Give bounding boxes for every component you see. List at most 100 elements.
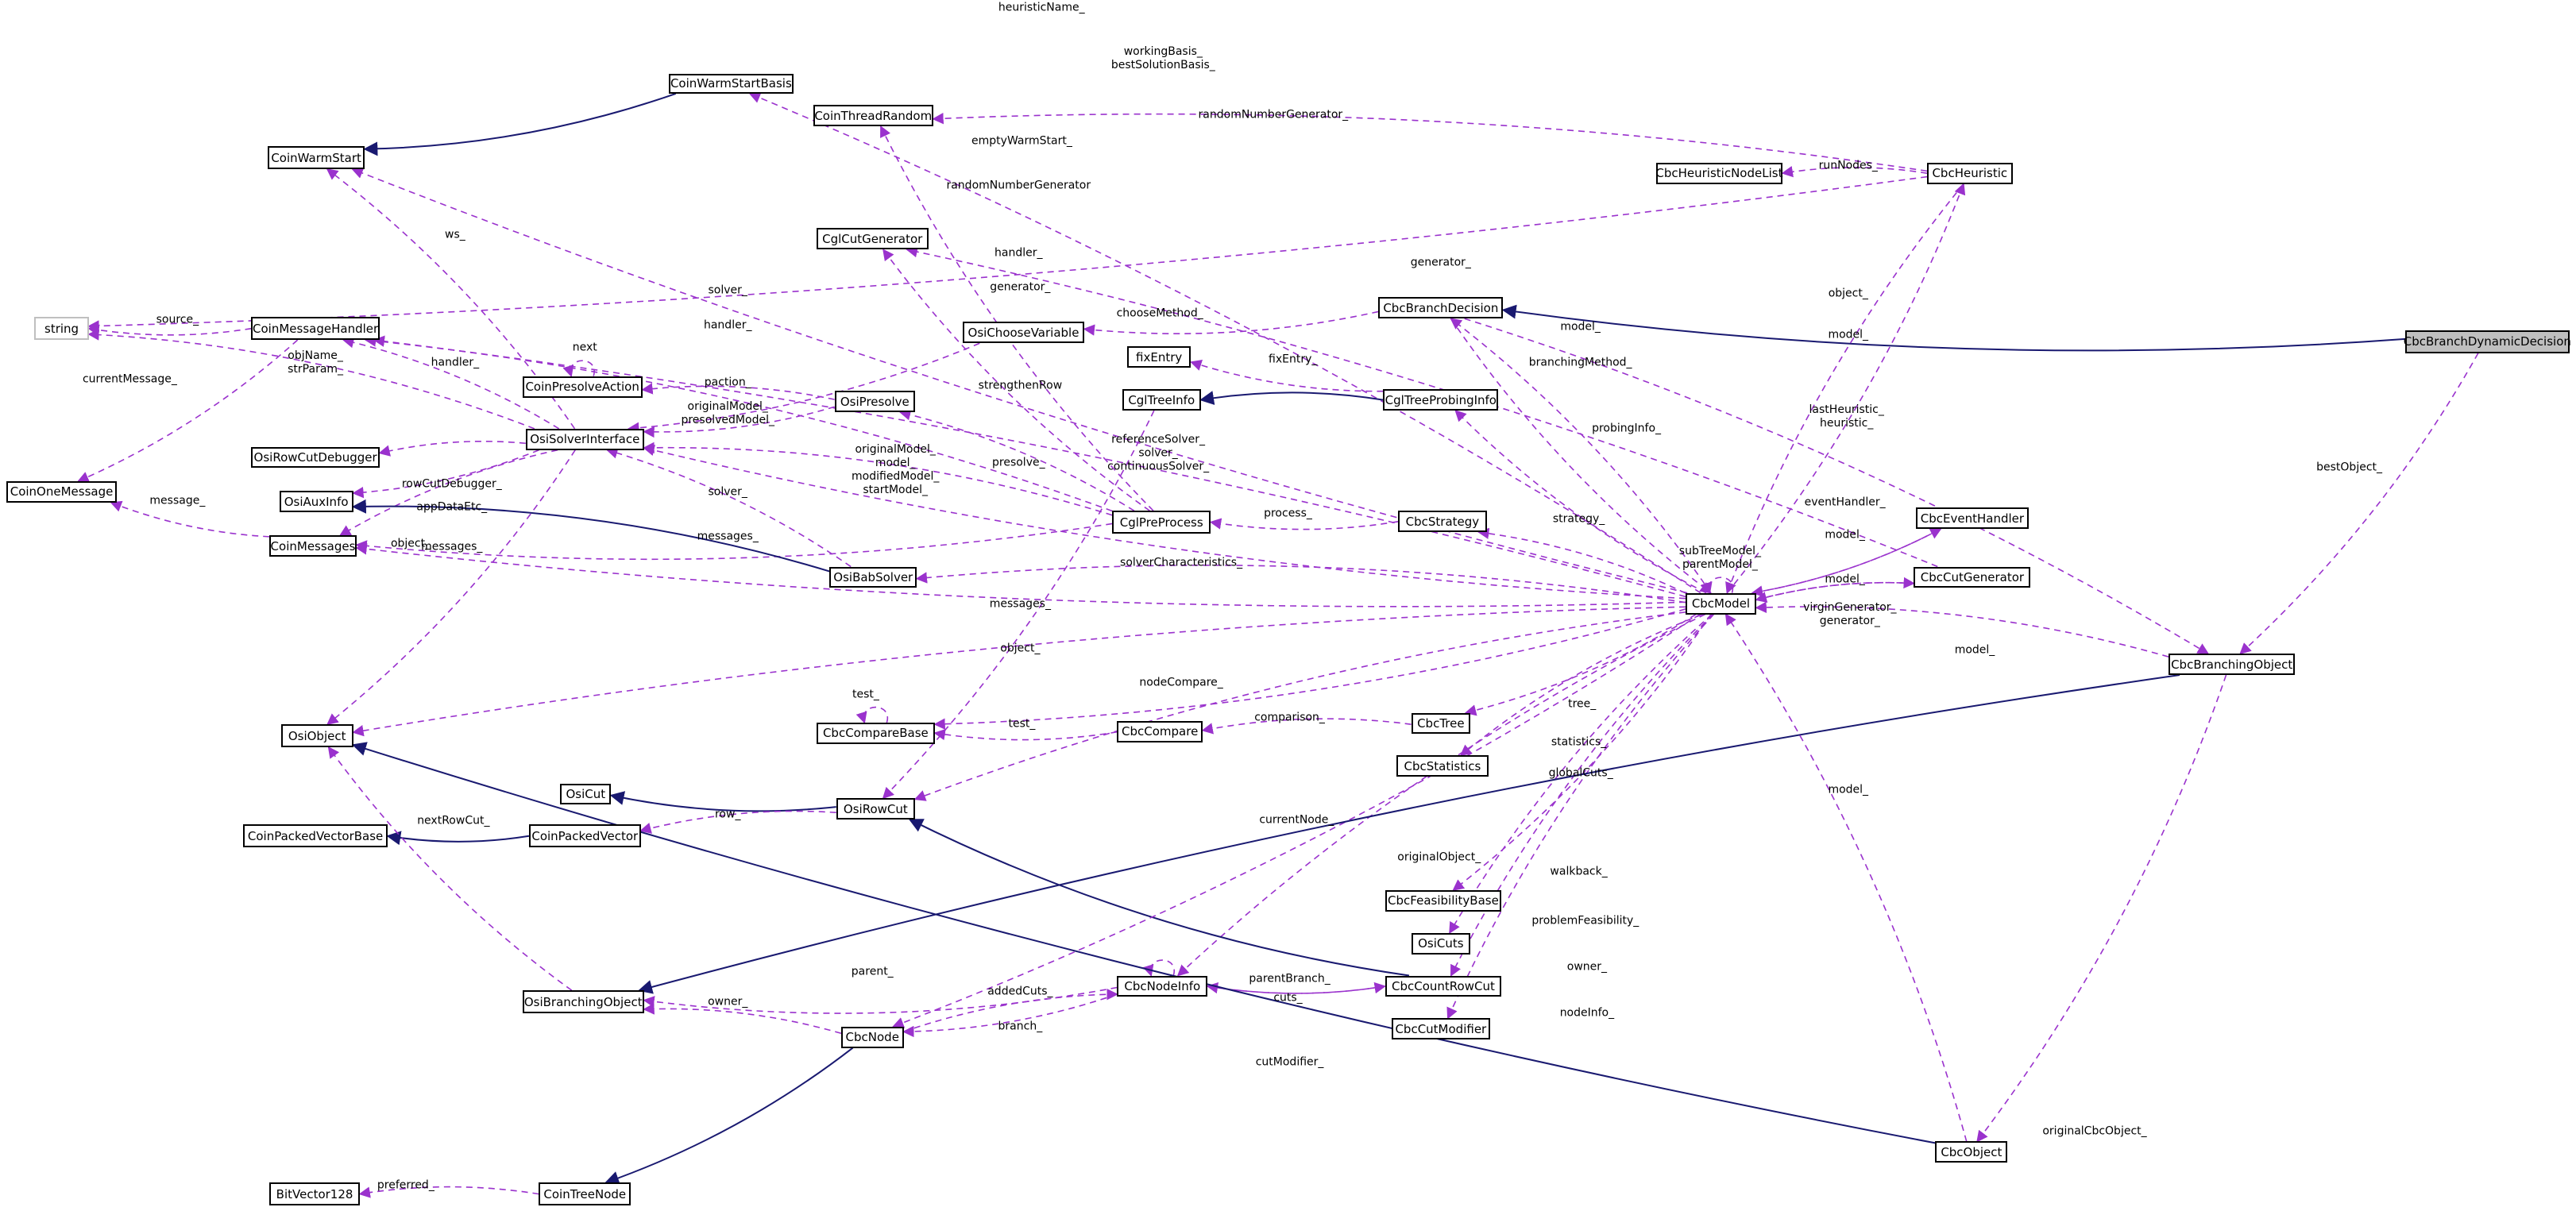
class-node-cbc-object[interactable]: CbcObject xyxy=(1935,1141,2008,1163)
class-node-osi-row-cut-debugger[interactable]: OsiRowCutDebugger xyxy=(251,446,380,469)
edge-label: originalModel_ model_ modifiedModel_ sta… xyxy=(852,442,940,496)
class-node-coin-presolve-action[interactable]: CoinPresolveAction xyxy=(522,376,643,398)
class-node-cbc-feasibility-base[interactable]: CbcFeasibilityBase xyxy=(1385,889,1502,912)
edge-label: owner_ xyxy=(1566,960,1608,974)
class-node-osi-presolve[interactable]: OsiPresolve xyxy=(834,391,915,413)
edge-label: statistics_ xyxy=(1551,735,1607,749)
usage-edge-28 xyxy=(882,410,1155,800)
usage-edge-11 xyxy=(364,335,1113,512)
class-node-cbc-branch-decision[interactable]: CbcBranchDecision xyxy=(1378,297,1504,319)
inheritance-edge-62 xyxy=(386,831,530,846)
class-node-osi-branching-object[interactable]: OsiBranchingObject xyxy=(522,990,644,1014)
class-node-bit-vector128[interactable]: BitVector128 xyxy=(269,1182,360,1206)
class-node-coin-one-message[interactable]: CoinOneMessage xyxy=(6,480,117,503)
edge-label: referenceSolver_ solver_ continuousSolve… xyxy=(1107,433,1210,473)
class-node-cbc-cut-generator[interactable]: CbcCutGenerator xyxy=(1914,566,2031,588)
class-node-cbc-compare[interactable]: CbcCompare xyxy=(1117,720,1203,742)
class-node-coin-warm-start-basis[interactable]: CoinWarmStartBasis xyxy=(668,74,794,94)
usage-edge-18 xyxy=(87,324,252,336)
class-node-cbc-cut-modifier[interactable]: CbcCutModifier xyxy=(1391,1018,1490,1040)
class-node-osi-cuts[interactable]: OsiCuts xyxy=(1411,932,1471,955)
class-node-cbc-heuristic[interactable]: CbcHeuristic xyxy=(1927,162,2013,184)
edge-label: message_ xyxy=(149,494,206,507)
edge-label: lastHeuristic_ heuristic_ xyxy=(1809,403,1884,430)
class-node-coin-packed-vector-base[interactable]: CoinPackedVectorBase xyxy=(243,824,388,848)
class-node-coin-warm-start[interactable]: CoinWarmStart xyxy=(268,146,365,170)
class-node-cbc-node[interactable]: CbcNode xyxy=(840,1026,904,1048)
class-node-cbc-strategy[interactable]: CbcStrategy xyxy=(1398,511,1487,533)
class-node-coin-tree-node[interactable]: CoinTreeNode xyxy=(539,1182,631,1206)
edge-label: problemFeasibility_ xyxy=(1531,914,1639,928)
usage-edge-73 xyxy=(1450,613,1714,977)
class-node-cbc-heuristic-node-list[interactable]: CbcHeuristicNodeList xyxy=(1655,162,1782,184)
class-node-coin-thread-random[interactable]: CoinThreadRandom xyxy=(813,105,933,127)
class-node-osi-solver-interface[interactable]: OsiSolverInterface xyxy=(525,428,644,450)
edge-label: objName_ strParam_ xyxy=(288,349,344,376)
edge-label: handler_ xyxy=(431,356,480,369)
usage-edge-23 xyxy=(641,383,835,400)
edge-label: messages_ xyxy=(421,540,483,553)
usage-edge-54 xyxy=(933,608,1686,730)
edge-label: preferred_ xyxy=(377,1178,434,1192)
usage-edge-29 xyxy=(898,409,1135,511)
class-node-cgl-tree-info[interactable]: CglTreeInfo xyxy=(1122,389,1201,411)
class-node-coin-message-handler[interactable]: CoinMessageHandler xyxy=(251,317,380,341)
usage-edge-33 xyxy=(1726,183,1966,594)
usage-edge-49 xyxy=(915,565,1686,604)
class-node-coin-packed-vector[interactable]: CoinPackedVector xyxy=(528,824,641,848)
usage-edge-13 xyxy=(373,335,1686,598)
usage-edge-25 xyxy=(1450,318,1712,594)
inheritance-edge-60 xyxy=(609,791,836,812)
class-node-cbc-event-handler[interactable]: CbcEventHandler xyxy=(1915,507,2030,529)
class-node-coin-messages[interactable]: CoinMessages xyxy=(269,535,357,557)
edge-label: solver_ xyxy=(708,283,747,297)
usage-edge-38 xyxy=(110,500,270,538)
class-node-osi-row-cut[interactable]: OsiRowCut xyxy=(836,798,915,820)
usage-edge-70 xyxy=(643,986,1118,1014)
class-node-cgl-pre-process[interactable]: CglPreProcess xyxy=(1112,511,1211,534)
class-node-fix-entry[interactable]: fixEntry xyxy=(1126,346,1191,368)
edge-label: emptyWarmStart_ xyxy=(971,134,1072,148)
usage-edge-37 xyxy=(338,449,558,536)
inheritance-edge-41 xyxy=(351,499,830,573)
class-node-cbc-statistics[interactable]: CbcStatistics xyxy=(1396,755,1489,777)
class-node-osi-object[interactable]: OsiObject xyxy=(280,724,353,748)
usage-edge-3 xyxy=(932,113,1928,172)
usage-edge-34 xyxy=(2239,353,2479,655)
usage-edge-32 xyxy=(1454,410,1707,594)
usage-edge-78 xyxy=(892,613,1701,1028)
class-node-cbc-branching-object[interactable]: CbcBranchingObject xyxy=(2169,654,2296,676)
inheritance-edge-82 xyxy=(351,742,1936,1144)
edge-label: currentNode_ xyxy=(1259,813,1334,827)
class-node-cbc-node-info[interactable]: CbcNodeInfo xyxy=(1117,975,1208,997)
class-node-osi-cut[interactable]: OsiCut xyxy=(560,783,612,805)
class-node-cbc-tree[interactable]: CbcTree xyxy=(1411,712,1471,735)
usage-edge-84 xyxy=(1976,674,2227,1143)
class-node-cbc-count-row-cut[interactable]: CbcCountRowCut xyxy=(1385,975,1502,997)
class-node-cgl-cut-generator[interactable]: CglCutGenerator xyxy=(816,228,929,250)
class-node-osi-bab-solver[interactable]: OsiBabSolver xyxy=(829,566,917,588)
inheritance-edge-68 xyxy=(908,819,1410,977)
edge-label: parentBranch_ xyxy=(1249,972,1330,985)
edge-label: chooseMethod_ xyxy=(1116,307,1203,320)
edge-label: presolve_ xyxy=(991,456,1045,469)
usage-edge-81 xyxy=(358,1186,539,1198)
inheritance-edge-79 xyxy=(638,674,2180,994)
class-node-osi-aux-info[interactable]: OsiAuxInfo xyxy=(279,491,353,513)
class-node-cgl-tree-probing-info[interactable]: CglTreeProbingInfo xyxy=(1383,389,1499,411)
usage-edge-65 xyxy=(1176,613,1706,977)
usage-edge-67 xyxy=(1449,613,1713,935)
class-node-cbc-model[interactable]: CbcModel xyxy=(1686,592,1756,615)
inheritance-edge-2 xyxy=(363,92,677,156)
class-node-cbc-compare-base[interactable]: CbcCompareBase xyxy=(816,723,935,744)
usage-edge-61 xyxy=(639,810,836,834)
edge-label: branchingMethod_ xyxy=(1528,356,1632,369)
class-node-string[interactable]: string xyxy=(34,317,89,341)
class-node-cbc-branch-dynamic-decision[interactable]: CbcBranchDynamicDecision xyxy=(2404,330,2571,353)
usage-edge-48 xyxy=(1755,577,1915,601)
usage-edge-76 xyxy=(903,988,1118,1032)
usage-edge-58 xyxy=(1464,613,1697,716)
usage-edge-63 xyxy=(913,611,1686,801)
edge-label: row_ xyxy=(714,808,741,821)
class-node-osi-choose-variable[interactable]: OsiChooseVariable xyxy=(962,322,1085,344)
